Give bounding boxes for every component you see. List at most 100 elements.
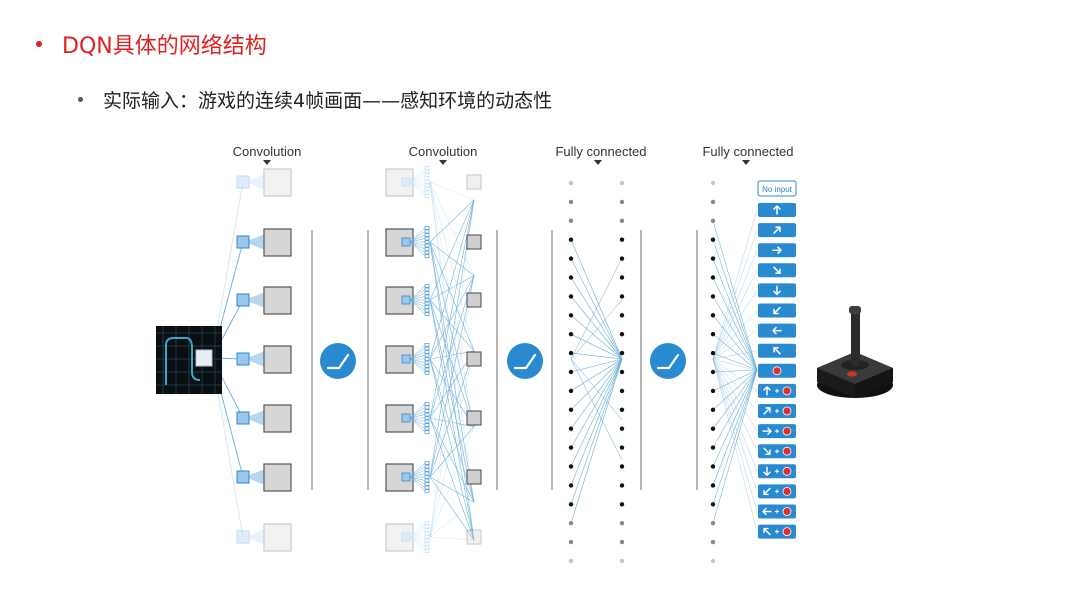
fc1-output-neuron <box>619 332 625 337</box>
kernel-ray <box>409 417 426 426</box>
kernel-ray <box>409 414 426 419</box>
conv1-unit <box>236 463 292 492</box>
fc2-connection <box>712 369 758 486</box>
kernel-ray <box>409 289 426 301</box>
kernel-ray <box>409 241 426 250</box>
kernel-cell <box>424 409 430 413</box>
fc1-output-neuron <box>619 539 625 545</box>
kernel-cell <box>424 468 430 472</box>
kernel-cell <box>424 176 430 181</box>
output-connection <box>712 230 758 360</box>
kernel-ray <box>409 473 426 478</box>
fc1-neuron <box>568 199 574 205</box>
conv-fc-connection <box>429 199 475 538</box>
kernel-cell <box>424 482 430 486</box>
fc2-neuron <box>710 180 716 186</box>
right-fire-icon <box>758 424 796 439</box>
no-input-label: No input <box>762 185 793 194</box>
conv-fc-connection <box>429 199 475 243</box>
kernel-ray <box>409 476 426 485</box>
fc2-connection <box>712 352 758 371</box>
kernel-cell <box>424 357 430 361</box>
kernel-cell <box>424 528 430 532</box>
conv-kernel <box>236 470 250 484</box>
kernel-cell <box>424 226 430 230</box>
kernel-ray <box>409 344 426 360</box>
fire-dot <box>782 386 792 396</box>
conv1-unit <box>236 228 292 257</box>
feature-map <box>263 404 292 433</box>
up-right-arrow-icon <box>758 223 796 238</box>
fc1-neuron <box>568 237 574 242</box>
bullet-icon <box>78 97 83 102</box>
kernel-ray <box>409 526 426 538</box>
fc1-neuron <box>568 558 574 564</box>
conv2-unit <box>385 343 482 375</box>
kernel-cell <box>424 343 430 347</box>
kernel-ray <box>409 358 426 363</box>
arrow-glyph <box>762 427 772 435</box>
feature-map <box>263 228 292 257</box>
up-left-arrow-icon <box>758 343 796 358</box>
plus-glyph <box>775 388 779 393</box>
fc2-connection <box>712 220 758 371</box>
heading-line: DQN具体的网络结构 <box>36 28 267 60</box>
kernel-cell <box>424 291 430 295</box>
fc1-output-neuron <box>619 237 625 242</box>
fire-dot <box>782 426 792 436</box>
kernel-cell <box>424 350 430 354</box>
fc1-output-neuron <box>619 483 625 488</box>
kernel-cell <box>424 535 430 539</box>
fc1-neuron <box>568 502 574 507</box>
plus-glyph <box>775 489 779 494</box>
fc-connection <box>570 296 623 360</box>
relu-curve <box>513 353 537 370</box>
fc1-neuron <box>568 332 574 337</box>
fc2-neuron <box>710 199 716 205</box>
relu-circle <box>507 343 543 379</box>
bullet-icon <box>36 41 42 47</box>
arrow-glyph <box>773 306 781 315</box>
kernel-ray <box>409 299 426 308</box>
conv-fc-connection <box>429 241 475 503</box>
conv-fc-connection <box>429 275 475 301</box>
conv-fc-connection <box>429 275 475 478</box>
output-connection <box>712 358 758 452</box>
kernel-cell <box>424 187 430 191</box>
plus-glyph <box>775 529 779 534</box>
fc2-neuron <box>710 237 716 242</box>
fc2-neuron <box>710 445 716 450</box>
marker-icon <box>742 160 750 165</box>
plus-glyph <box>775 409 779 413</box>
kernel-cell <box>424 402 430 406</box>
kernel-ray <box>409 181 426 197</box>
up-fire-icon <box>758 383 796 398</box>
relu-curve <box>326 353 350 370</box>
conv-fc-connection <box>429 502 475 538</box>
down-right-fire-icon <box>758 444 796 459</box>
kernel-ray <box>409 167 426 183</box>
kernel-cell <box>424 360 430 365</box>
fc2-neuron <box>710 407 716 412</box>
kernel-cell <box>424 298 430 302</box>
fc-connection <box>570 358 623 486</box>
page-title: DQN具体的网络结构 <box>62 34 267 59</box>
kernel-ray <box>409 476 426 492</box>
fc-connection <box>570 358 623 373</box>
fc2-neuron <box>710 539 716 545</box>
conv-fc-connection <box>429 299 475 503</box>
conv-fc-connection <box>429 417 475 541</box>
kernel-ray <box>409 171 426 183</box>
kernel-cell <box>424 464 430 469</box>
conv2-output <box>466 410 482 426</box>
fc-connection <box>570 333 623 360</box>
fire-dot <box>782 406 792 416</box>
conv-fc-connection <box>429 358 475 541</box>
kernel-ray <box>409 536 426 541</box>
fc2-connection <box>712 369 758 467</box>
fc2-connection <box>712 369 758 411</box>
conv2-unit <box>385 166 482 198</box>
game-screen-icon <box>156 326 222 394</box>
kernel-cell <box>424 371 430 375</box>
conv-kernel <box>236 293 250 307</box>
